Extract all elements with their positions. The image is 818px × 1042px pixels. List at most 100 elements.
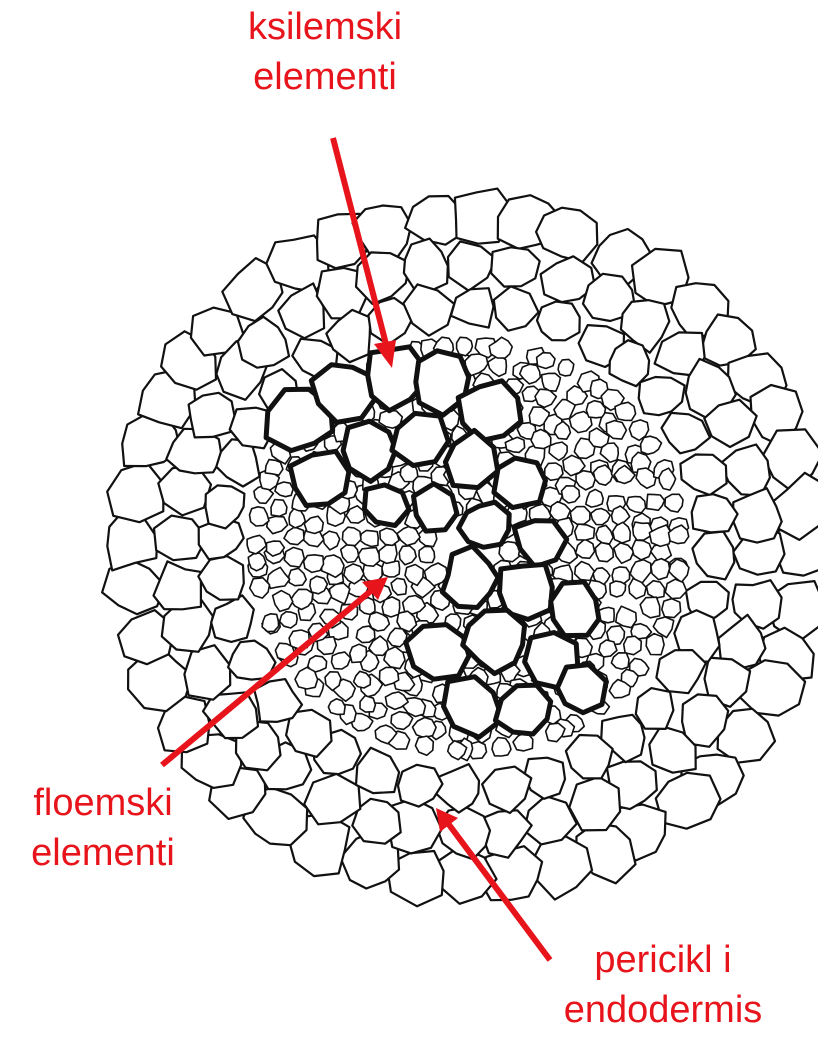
stele-cell: [391, 578, 406, 595]
stele-cell: [419, 547, 435, 563]
xylem-cell: [494, 458, 546, 508]
xylem-cell: [551, 582, 599, 636]
stele-cell: [332, 652, 351, 669]
stele-cell: [284, 547, 304, 567]
stele-cell: [391, 712, 413, 730]
stele-cell: [356, 626, 375, 643]
cortex-cell: [107, 462, 163, 522]
stele-cell: [328, 699, 345, 715]
stele-cell: [358, 548, 379, 567]
stele-cell: [615, 402, 636, 420]
stele-cell: [562, 486, 580, 503]
stele-cell: [647, 494, 665, 510]
stele-cell: [641, 436, 662, 454]
stele-cell: [399, 546, 416, 565]
stele-cell: [267, 516, 288, 533]
stele-cell: [595, 543, 613, 562]
stele-cell: [549, 442, 567, 460]
cortex-cell: [206, 485, 245, 528]
cortex-cell: [639, 377, 685, 415]
stele-cell: [379, 545, 397, 564]
cortex-cell: [662, 413, 711, 453]
stele-cell: [537, 353, 555, 369]
xylem-cell: [364, 485, 409, 526]
stele-cell: [360, 696, 375, 713]
phloem-label: floemski elementi: [8, 778, 198, 878]
stele-cell: [570, 507, 590, 525]
stele-cell: [596, 525, 613, 544]
stele-cell: [267, 567, 289, 588]
stele-cell: [354, 671, 371, 688]
stele-cell: [380, 528, 399, 545]
cortex-cell: [636, 688, 674, 729]
stele-cell: [575, 562, 595, 581]
stele-cell: [627, 497, 646, 513]
stele-cell: [633, 522, 652, 540]
stele-cell: [360, 530, 378, 546]
cortex-cell: [238, 317, 289, 368]
stele-cell: [636, 468, 656, 488]
xylem-label-line1: ksilemski: [220, 2, 430, 52]
stele-cell: [575, 524, 595, 540]
stele-cell: [542, 373, 561, 391]
stele-cell: [546, 723, 565, 742]
cortex-cell: [692, 494, 738, 532]
pericycle-label-line1: pericikl i: [528, 935, 798, 985]
stele-cell: [273, 591, 293, 612]
stele-cell: [624, 636, 642, 655]
stele-cell: [247, 535, 266, 554]
xylem-cell: [557, 665, 606, 713]
cortex-cell: [448, 241, 496, 290]
stele-cell: [330, 583, 350, 604]
cortex-cell: [482, 767, 531, 813]
pericycle-endodermis-label: pericikl i endodermis: [528, 935, 798, 1035]
stele-cell: [646, 634, 664, 655]
cortex-cell: [198, 556, 244, 600]
stele-cell: [520, 364, 541, 384]
xylem-label: ksilemski elementi: [220, 2, 430, 102]
cortex-cell: [404, 239, 448, 292]
stele-cell: [535, 389, 556, 407]
cortex-cell: [304, 774, 360, 824]
cortex-cell: [680, 455, 726, 496]
stele-cell: [310, 576, 328, 594]
stele-cell: [350, 644, 367, 662]
phloem-label-line1: floemski: [8, 778, 198, 828]
xylem-cell: [444, 677, 503, 738]
stele-cell: [341, 545, 359, 563]
xylem-cell: [290, 451, 349, 505]
stele-cell: [591, 509, 610, 525]
stele-cell: [558, 359, 574, 376]
stele-cell: [289, 568, 306, 585]
cortex-cell: [494, 286, 539, 330]
stele-cell: [280, 612, 298, 628]
xylem-label-line2: elementi: [220, 52, 430, 102]
stele-cell: [586, 489, 603, 507]
stele-cell: [413, 718, 437, 738]
cortex-cell: [537, 302, 580, 341]
stele-cell: [342, 527, 361, 545]
stele-cell: [295, 667, 318, 689]
cortex-cell: [184, 645, 230, 700]
phloem-label-line2: elementi: [8, 828, 198, 878]
cortex-cell: [566, 735, 613, 778]
stele-cell: [304, 555, 324, 573]
stele-cell: [651, 559, 670, 580]
cortex-cell: [154, 561, 201, 609]
stele-cell: [600, 443, 618, 462]
stele-cell: [665, 579, 686, 598]
cortex-cell: [733, 488, 782, 542]
xylem-cell: [514, 521, 567, 567]
stele-cell: [613, 522, 631, 543]
stele-cell: [492, 738, 511, 757]
stele-cell: [284, 527, 304, 545]
stele-cell: [415, 736, 433, 755]
cortex-cell: [721, 445, 770, 496]
stele-cell: [382, 561, 400, 577]
stele-cell: [250, 507, 270, 526]
stele-cell: [457, 337, 473, 356]
stele-cell: [640, 597, 660, 618]
cortex-cells: [102, 189, 818, 907]
stele-cell: [611, 653, 629, 669]
